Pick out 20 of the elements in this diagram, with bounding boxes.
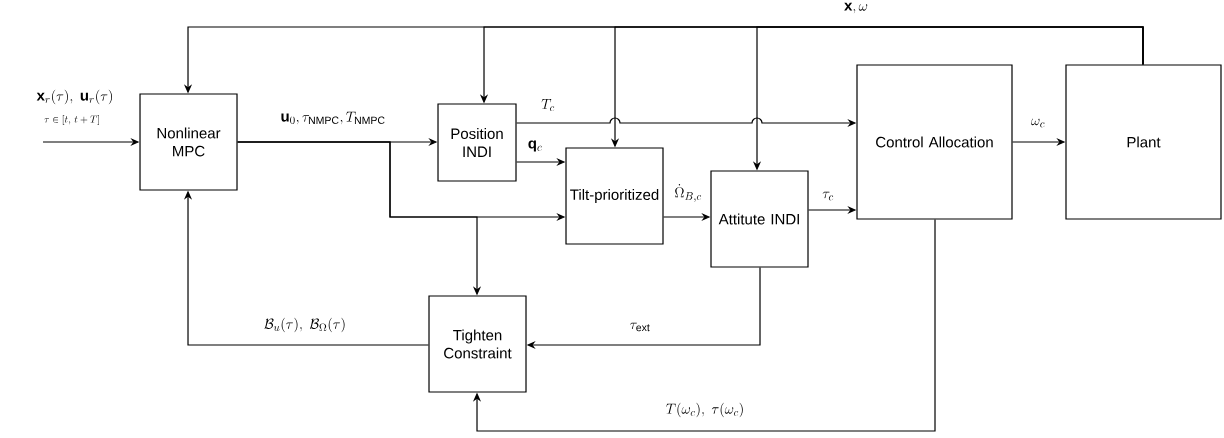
- edge-label: $\mathbf{q}_c$: [528, 140, 542, 152]
- edge-label: $\tau_{\mathrm{ext}}$: [630, 322, 650, 332]
- edge-label: $\mathbf{u}_0, \tau_{\mathrm{NMPC}}, T_{\mathrm{NMPC}}$: [281, 111, 385, 125]
- edge-label: $\dot{\Omega}_{B,c}$: [674, 184, 702, 202]
- block-box: Position INDI: [437, 103, 517, 182]
- edge-label: $\omega_c$: [1031, 118, 1045, 128]
- block-box: Control Allocation: [856, 64, 1013, 220]
- block-box: Tighten Constraint: [428, 295, 527, 393]
- edge-label: $\mathbf{x}_r(\tau),\ \mathbf{u}_r(\tau)$: [36, 89, 113, 105]
- block-box: Plant: [1065, 64, 1222, 220]
- edge-label: $T(\omega_c),\ \tau(\omega_c)$: [666, 402, 743, 418]
- subscript-label: $\tau\in[t,\,t+T]$: [44, 115, 99, 125]
- edge-label: $T_c$: [541, 99, 555, 112]
- block-box: Tilt-prioritized: [565, 147, 664, 245]
- block-box: Attitute INDI: [710, 170, 809, 268]
- edge-label: $\mathcal{B}_u(\tau),\ \mathcal{B}_\Omega(\tau)$: [264, 317, 345, 333]
- block-box: Nonlinear MPC: [139, 93, 238, 191]
- arrow: [472, 219, 936, 432]
- edge-label: $\tau_c$: [822, 191, 834, 201]
- edge-label: $\mathbf{x}, \omega$: [844, 2, 868, 14]
